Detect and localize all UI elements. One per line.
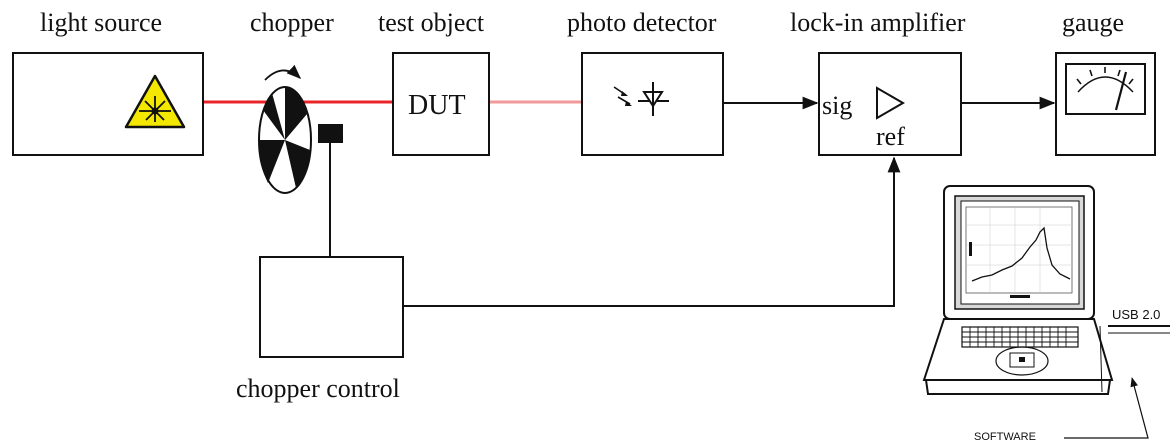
reference-arrow: [404, 156, 901, 307]
photo-detector-label: photo detector: [567, 8, 717, 37]
usb-label: USB 2.0: [1112, 307, 1161, 322]
dut-label: DUT: [408, 90, 466, 121]
chopper-control-box: [259, 256, 404, 358]
test-object-label: test object: [378, 8, 485, 37]
chopper-control-label: chopper control: [236, 374, 400, 403]
chopper-wheel-icon: [258, 64, 312, 194]
laser-warning-icon: [124, 74, 186, 129]
laptop-icon: [922, 185, 1170, 439]
ref-input-label: ref: [876, 122, 905, 151]
gauge-label: gauge: [1062, 8, 1125, 37]
test-object-box: [392, 52, 490, 156]
sig-input-label: sig: [822, 91, 853, 120]
chopper-sensor: [318, 124, 343, 143]
photodiode-icon: [613, 82, 669, 116]
software-label: SOFTWARE: [974, 431, 1036, 443]
gauge-meter-icon: [1065, 63, 1146, 115]
lock-in-amplifier-label: lock-in amplifier: [790, 8, 966, 37]
chopper-label: chopper: [250, 8, 334, 37]
light-source-label: light source: [40, 8, 163, 37]
amplifier-triangle-icon: [876, 86, 906, 120]
